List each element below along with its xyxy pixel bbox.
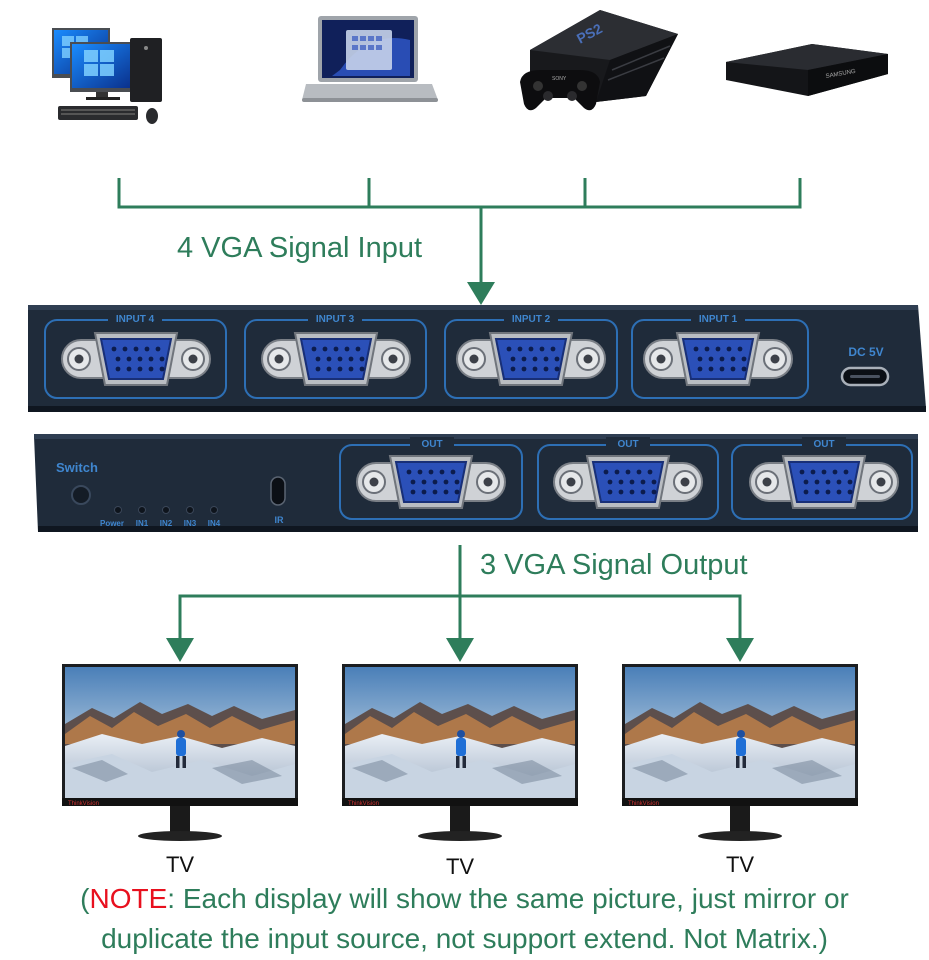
desktop-pc-icon — [52, 28, 162, 124]
input-port-1 — [631, 312, 809, 399]
input-port-3-label: INPUT 3 — [316, 314, 355, 325]
input-port-2-label: INPUT 2 — [512, 314, 551, 325]
input-port-4-label: INPUT 4 — [116, 314, 155, 325]
display-monitor-icon-1 — [62, 664, 298, 841]
output-arrow-head-2 — [446, 638, 474, 662]
input-arrow-head — [467, 282, 495, 305]
display-label-1: TV — [165, 852, 195, 877]
input-connector-lines — [117, 178, 802, 282]
svg-text:SONY: SONY — [552, 76, 567, 82]
note-line-1: (NOTE: Each display will show the same p… — [0, 880, 929, 918]
display-label-3: TV — [725, 852, 755, 877]
display-monitor-icon-3 — [622, 664, 858, 841]
switch-button[interactable] — [71, 485, 91, 505]
output-port-3 — [731, 437, 913, 520]
output-arrow-head-1 — [166, 638, 194, 662]
usb-c-power-port — [840, 366, 890, 387]
output-port-2-label: OUT — [617, 439, 638, 450]
switch-label: Switch — [56, 460, 98, 475]
led-label-in4: IN4 — [208, 519, 221, 528]
output-port-2 — [537, 437, 719, 520]
status-leds — [114, 506, 218, 514]
output-arrow-head-3 — [726, 638, 754, 662]
dc-power-label: DC 5V — [848, 345, 883, 359]
note-open-paren: ( — [80, 883, 90, 914]
input-signal-label: 4 VGA Signal Input — [177, 232, 423, 264]
media-player-icon: SAMSUNG — [726, 44, 888, 96]
laptop-icon — [302, 16, 438, 102]
led-label-in2: IN2 — [160, 519, 173, 528]
display-label-2: TV — [445, 854, 475, 879]
game-console-icon: PS2 SONY — [520, 10, 678, 111]
note-text-1: : Each display will show the same pictur… — [167, 883, 849, 914]
led-label-power: Power — [100, 519, 124, 528]
input-port-1-label: INPUT 1 — [699, 314, 738, 325]
note-keyword: NOTE — [89, 883, 168, 914]
svg-text:SAMSUNG: SAMSUNG — [825, 69, 856, 80]
output-port-3-label: OUT — [813, 439, 834, 450]
output-port-1 — [339, 437, 523, 520]
ir-label: IR — [275, 515, 285, 525]
output-connector-lines — [178, 545, 742, 640]
input-port-3 — [244, 312, 427, 399]
note-line-2: duplicate the input source, not support … — [101, 923, 828, 954]
led-label-in3: IN3 — [184, 519, 197, 528]
output-port-1-label: OUT — [421, 439, 442, 450]
ir-sensor — [270, 476, 286, 506]
led-label-in1: IN1 — [136, 519, 149, 528]
output-signal-label: 3 VGA Signal Output — [480, 549, 748, 581]
input-port-4 — [44, 312, 227, 399]
input-port-2 — [444, 312, 618, 399]
display-monitor-icon-2 — [342, 664, 578, 841]
